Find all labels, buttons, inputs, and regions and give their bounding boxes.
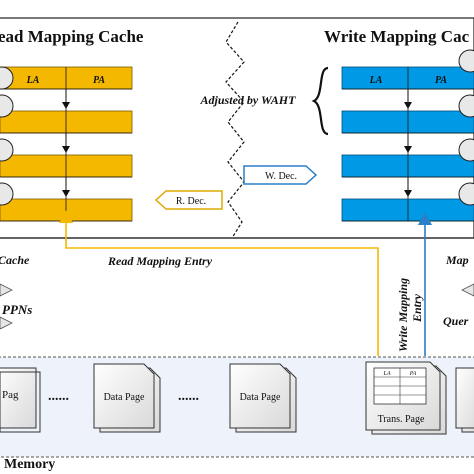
read-cache-table: LA PA (0, 66, 133, 222)
left-arrow-icon (0, 283, 13, 297)
write-entry-label-2: Entry (410, 293, 424, 323)
write-cache-table: LA PA (341, 49, 474, 222)
write-node (458, 94, 474, 118)
write-node (458, 182, 474, 206)
write-cache-title: Write Mapping Cac (324, 27, 470, 46)
page-right (455, 367, 474, 433)
trans-col-la: LA (382, 371, 390, 377)
waht-label: Adjusted by WAHT (200, 93, 297, 107)
left-arrow-icon (0, 316, 13, 330)
data-page-2-label: Data Page (240, 392, 281, 403)
memory-label: Memory (4, 457, 55, 472)
write-col-pa: PA (435, 75, 447, 86)
data-page-1: Data Page (93, 363, 161, 433)
right-arrow-icon (461, 283, 474, 297)
left-cache-label: Cache (0, 253, 30, 267)
read-col-la: LA (26, 75, 40, 86)
write-node (458, 138, 474, 162)
data-page-2: Data Page (229, 363, 297, 433)
query-label: Quer (443, 314, 469, 328)
write-decision-arrow: W. Dec. (243, 165, 318, 185)
right-cache-label: Map (445, 253, 469, 267)
trans-page: LA PA Trans. Page (365, 361, 447, 435)
read-entry-label: Read Mapping Entry (107, 254, 213, 268)
write-entry-label-1: Write Mapping (396, 278, 410, 352)
write-node (458, 49, 474, 73)
ellipsis-left: ...... (48, 389, 69, 404)
read-node (0, 182, 14, 206)
trans-page-label: Trans. Page (378, 414, 425, 425)
read-cache-title: ead Mapping Cache (0, 27, 144, 46)
read-entry-arrow (58, 210, 379, 356)
brace-icon (311, 66, 329, 136)
read-node (0, 66, 14, 90)
read-decision-arrow: R. Dec. (154, 190, 223, 210)
page-left-label: Pag (2, 389, 19, 401)
read-node (0, 138, 14, 162)
read-node (0, 94, 14, 118)
zigzag-divider (225, 21, 245, 239)
ppns-label: PPNs (2, 302, 32, 317)
write-col-la: LA (369, 75, 383, 86)
read-col-pa: PA (93, 75, 105, 86)
read-decision-label: R. Dec. (176, 196, 206, 207)
page-left: Pag (0, 367, 41, 433)
data-page-1-label: Data Page (104, 392, 145, 403)
write-decision-label: W. Dec. (265, 171, 297, 182)
trans-col-pa: PA (409, 371, 417, 377)
ellipsis-mid: ...... (178, 389, 199, 404)
